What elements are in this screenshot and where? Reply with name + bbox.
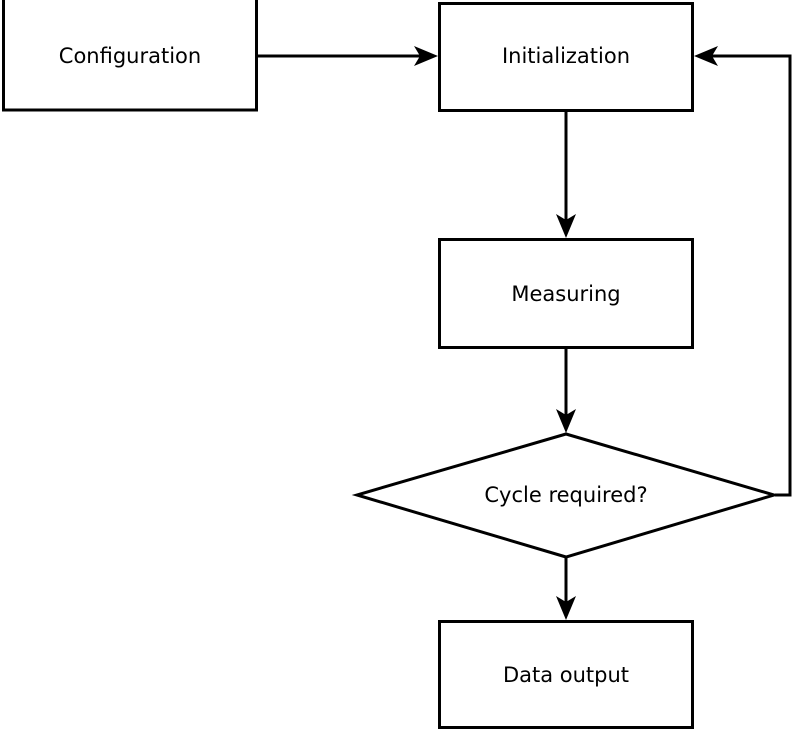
node-cycle-required-shape[interactable] [351, 432, 780, 559]
node-measuring-label: Measuring [511, 282, 620, 306]
node-configuration[interactable]: Configuration [2, 0, 258, 112]
edge-initialization-to-measuring [556, 112, 576, 238]
node-data-output-shape[interactable] [438, 620, 694, 729]
arrowhead-down [556, 596, 576, 620]
arrowhead-down [556, 214, 576, 238]
node-initialization-label: Initialization [502, 44, 630, 68]
node-cycle-required[interactable]: Cycle required? [351, 432, 780, 559]
arrowhead-left [694, 46, 718, 66]
node-group: Configuration Initialization Measuring C… [2, 0, 780, 729]
edge-measuring-to-cycle-required [556, 349, 576, 433]
arrowhead-down [556, 409, 576, 433]
node-initialization[interactable]: Initialization [438, 2, 694, 112]
edge-line-feedback-loop [704, 54, 792, 497]
edge-cycle-required-to-data-output [556, 558, 576, 620]
edge-cycle-required-to-initialization [694, 46, 792, 497]
arrowhead-right [414, 46, 438, 66]
node-cycle-required-label: Cycle required? [484, 483, 647, 507]
edge-configuration-to-initialization [258, 46, 438, 66]
node-data-output[interactable]: Data output [438, 620, 694, 729]
node-data-output-label: Data output [503, 663, 629, 687]
node-measuring-shape[interactable] [438, 238, 694, 349]
edge-group [258, 46, 792, 620]
node-measuring[interactable]: Measuring [438, 238, 694, 349]
node-configuration-label: Configuration [59, 44, 201, 68]
node-configuration-shape[interactable] [2, 0, 258, 112]
node-initialization-shape[interactable] [438, 2, 694, 112]
